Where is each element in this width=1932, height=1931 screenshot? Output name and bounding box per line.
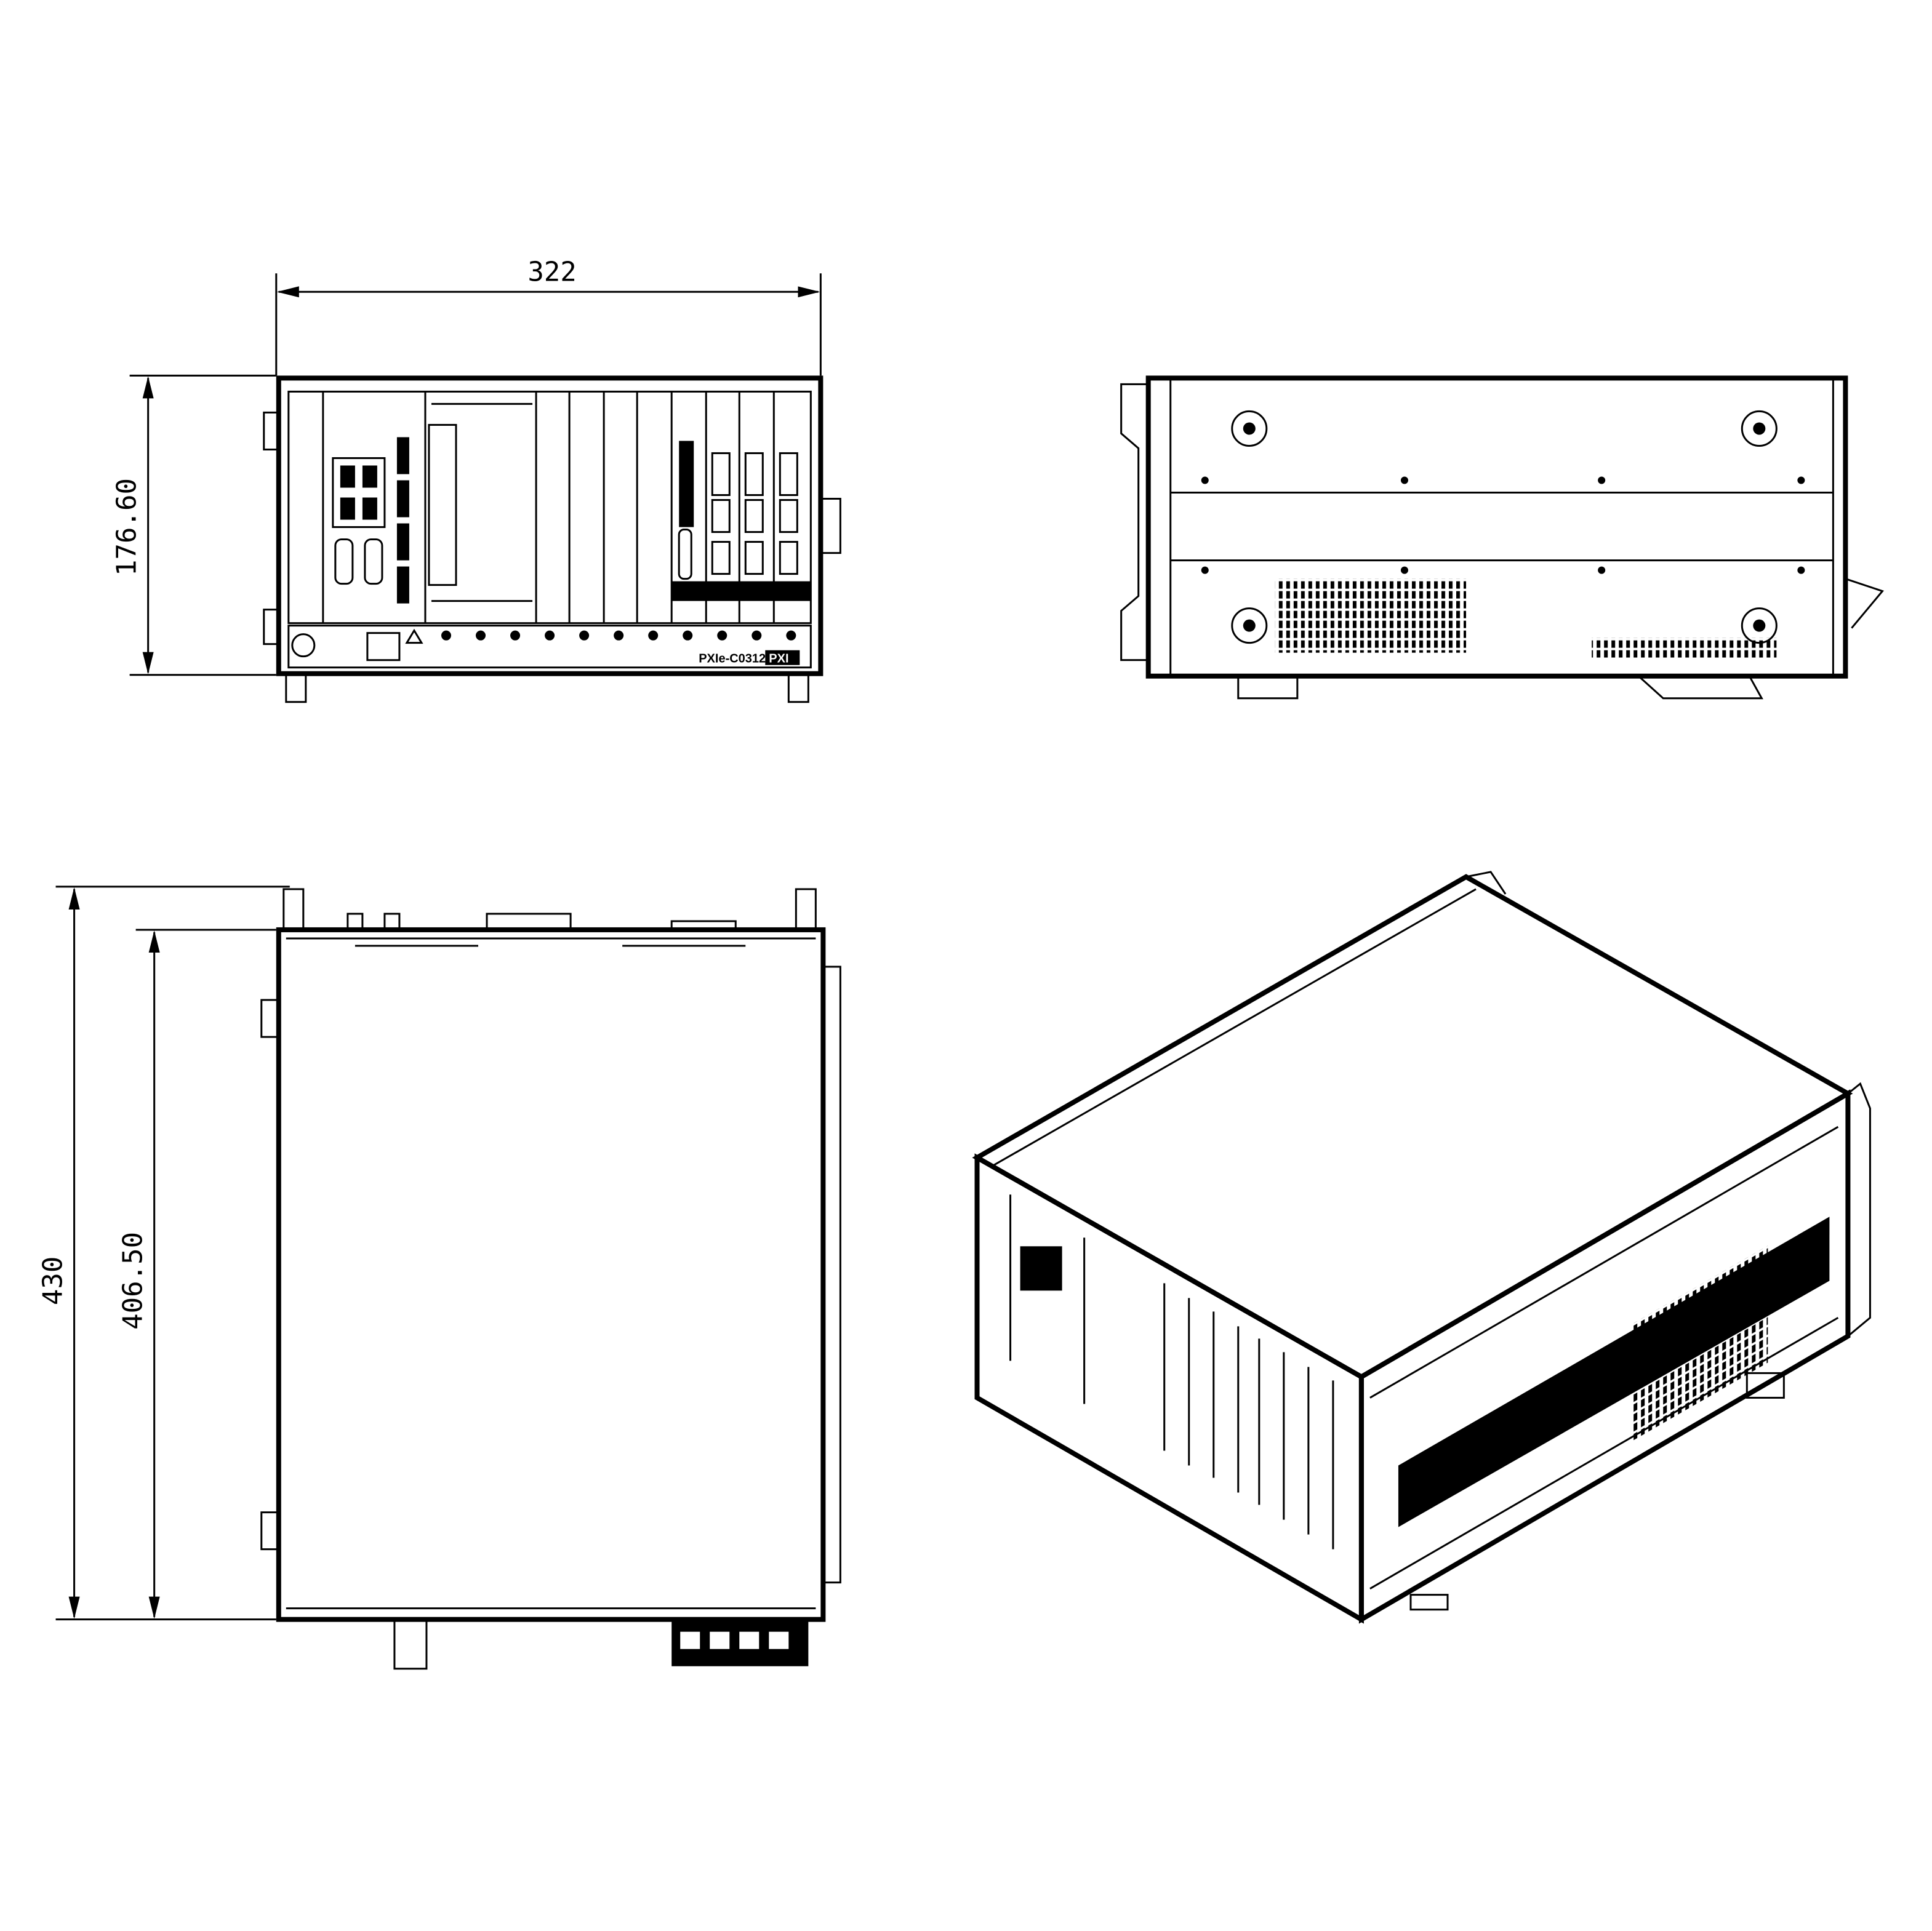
body-depth-text: 406.50 [118,1232,149,1330]
top-left-handles [260,999,279,1551]
iso-vent [1632,1245,1768,1441]
width-dimension: 322 [275,256,822,376]
side-outline [1145,375,1848,679]
isometric-view [972,871,1871,1624]
vent-grille [1275,578,1467,653]
model-label: PXIe-C0312 [699,652,766,666]
side-handle [1120,383,1148,662]
overall-depth-text: 430 [38,1257,69,1305]
depth-dimension-overall: 430 [38,886,290,1621]
height-dimension-text: 176.60 [111,478,143,576]
top-outline [276,927,826,1622]
depth-dimension-body: 406.50 [118,929,276,1619]
cable [1845,578,1885,629]
vent-grille [1592,638,1777,658]
side-view [1120,375,1885,700]
chassis-outline [276,375,824,676]
left-handle [263,411,279,646]
bottom-panel [287,625,812,669]
serial-port [364,538,383,585]
iso-front-face [974,1153,1364,1624]
slot-area [287,390,812,625]
iso-handle-rear [1847,1082,1871,1337]
tilt-foot [1638,675,1763,700]
front-knob [283,888,305,931]
iso-slots [1009,1194,1334,1549]
iso-ethernet-ports [1020,1246,1062,1291]
pxi-logo-text: PXI [769,652,788,666]
power-inlet [393,1618,428,1670]
brand-logo-icon [291,633,316,658]
iso-foot [1409,1594,1449,1611]
foot [285,674,307,703]
ethernet-ports [332,457,386,529]
top-view: 430 406.50 [38,886,841,1670]
top-side-handle [823,966,841,1584]
foot [787,674,809,703]
io-modules [671,441,811,601]
controller-module [332,402,533,604]
power-button[interactable] [366,632,401,662]
right-handle [820,498,841,554]
foot [1237,675,1299,700]
connector [486,913,572,931]
front-view: 322 176.60 [111,256,841,703]
width-dimension-text: 322 [527,256,577,287]
height-dimension: 176.60 [111,374,276,676]
warning-icon [405,628,423,644]
mounting-bolts [1201,410,1805,644]
iso-foot [1746,1372,1785,1399]
serial-port [334,538,354,585]
drive-bay [428,423,457,586]
front-knob [795,888,817,931]
pxi-logo [765,650,800,665]
slot-number-markers [441,630,796,641]
